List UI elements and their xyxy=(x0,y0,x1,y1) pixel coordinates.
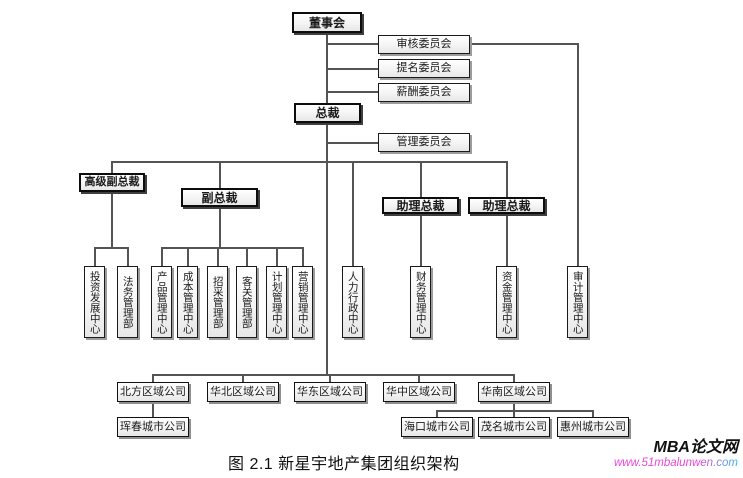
node-compensation-committee: 薪酬委员会 xyxy=(378,83,470,102)
node-dept-capital: 资金管理中心 xyxy=(496,266,517,338)
node-dept-finance: 财务管理中心 xyxy=(410,266,431,338)
node-region-north: 北方区域公司 xyxy=(117,382,189,402)
node-vp: 副总裁 xyxy=(181,188,258,207)
connector-line xyxy=(127,247,129,266)
connector-line xyxy=(161,247,304,249)
connector-line xyxy=(326,123,328,375)
node-dept-cost: 成本管理中心 xyxy=(177,266,198,338)
node-assistant-president-2: 助理总裁 xyxy=(468,197,545,214)
connector-line xyxy=(152,402,154,417)
connector-line xyxy=(111,192,113,248)
node-nomination-committee: 提名委员会 xyxy=(378,59,470,78)
node-dept-product: 产品管理中心 xyxy=(151,266,172,338)
connector-line xyxy=(436,410,438,417)
node-city-haikou: 海口城市公司 xyxy=(401,417,473,437)
connector-line xyxy=(513,402,515,411)
connector-line xyxy=(242,374,244,382)
connector-line xyxy=(219,207,221,248)
node-region-central-china: 华中区域公司 xyxy=(383,382,455,402)
connector-line xyxy=(420,161,422,198)
node-dept-planning: 计划管理中心 xyxy=(266,266,287,338)
node-board: 董事会 xyxy=(292,12,362,33)
node-region-south-china: 华南区域公司 xyxy=(478,382,550,402)
node-city-huizhou: 惠州城市公司 xyxy=(557,417,629,437)
connector-line xyxy=(513,410,515,417)
connector-line xyxy=(418,374,420,382)
connector-line xyxy=(420,214,422,266)
connector-line xyxy=(513,374,515,382)
connector-line xyxy=(329,374,331,382)
connector-line xyxy=(327,68,379,70)
connector-line xyxy=(152,374,515,376)
watermark-site-url: www.51mbalunwen.com xyxy=(613,456,738,469)
connector-line xyxy=(352,161,354,266)
node-president: 总裁 xyxy=(294,103,361,123)
node-dept-legal: 法务管理部 xyxy=(117,266,138,338)
node-assistant-president-1: 助理总裁 xyxy=(382,197,459,214)
connector-line xyxy=(276,247,278,266)
node-region-north-china: 华北区域公司 xyxy=(207,382,279,402)
connector-line xyxy=(111,161,508,163)
figure-caption: 图 2.1 新星宇地产集团组织架构 xyxy=(228,456,460,473)
node-audit-committee: 审核委员会 xyxy=(378,35,470,54)
node-dept-procurement: 招采管理部 xyxy=(207,266,228,338)
node-dept-hr-admin: 人力行政中心 xyxy=(342,266,363,338)
connector-line xyxy=(436,410,594,412)
connector-line xyxy=(111,161,113,173)
node-dept-audit: 审计管理中心 xyxy=(567,266,588,338)
watermark-brand: MBA论文网 xyxy=(653,439,738,456)
node-dept-marketing: 营销管理中心 xyxy=(292,266,313,338)
connector-line xyxy=(246,247,248,266)
connector-line xyxy=(187,247,189,266)
connector-line xyxy=(470,43,578,45)
connector-line xyxy=(152,374,154,382)
connector-line xyxy=(161,247,163,266)
connector-line xyxy=(94,247,96,266)
node-city-hunchun: 珲春城市公司 xyxy=(117,417,189,437)
connector-line xyxy=(219,161,221,188)
connector-line xyxy=(217,247,219,266)
node-dept-customer-relations: 客关管理部 xyxy=(236,266,257,338)
connector-line xyxy=(327,43,379,45)
node-management-committee: 管理委员会 xyxy=(378,133,470,152)
node-region-east-china: 华东区域公司 xyxy=(294,382,366,402)
watermark: MBA论文网 www.51mbalunwen.com xyxy=(613,439,738,469)
connector-line xyxy=(302,247,304,266)
connector-line xyxy=(506,161,508,198)
connector-line xyxy=(327,142,379,144)
node-city-maoming: 茂名城市公司 xyxy=(478,417,550,437)
connector-line xyxy=(327,91,379,93)
connector-line xyxy=(577,43,579,266)
node-senior-vp: 高级副总裁 xyxy=(79,173,145,192)
connector-line xyxy=(94,247,129,249)
connector-line xyxy=(592,410,594,417)
connector-line xyxy=(506,214,508,266)
node-dept-investment-development: 投资发展中心 xyxy=(84,266,105,338)
